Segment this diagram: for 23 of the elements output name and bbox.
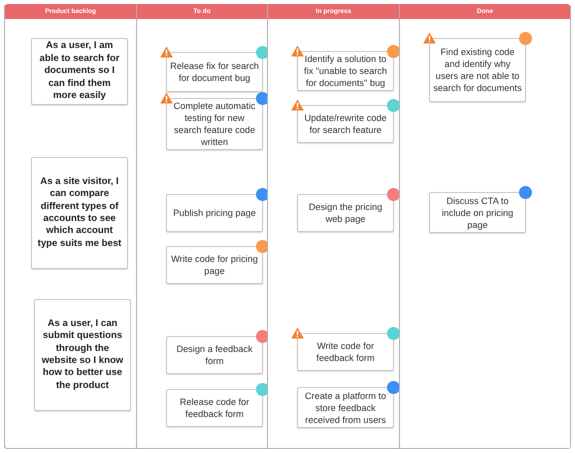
task-text: Publish pricing page [173,207,256,219]
task-text: Design the pricing web page [308,201,384,225]
task-text: Update/rewrite code for search feature [303,112,388,136]
task-text: Release code for feedback form [178,396,250,420]
task-text: Create a platform to store feedback received from users [304,390,388,426]
task-text: Complete automatic testing for new search feature code written [172,100,256,148]
task-text: Find existing code and identify why users are not able to search for documents [433,46,522,94]
kanban-column [267,4,399,448]
user-story-card [31,157,128,269]
task-text: Discuss CTA to include on pricing page [440,194,514,230]
task-text: Identify a solution to fix "unable to search for documents" bug [303,53,388,89]
user-story-card [34,299,131,411]
task-text: Release fix for search for document bug [170,60,259,84]
story-text: As a user, I am able to search for documents so I can find them more easily [38,40,120,103]
kanban-column [4,4,136,448]
kanban-column [136,4,267,448]
story-text: As a site visitor, I can compare different types of accounts to see which account type suits me best [36,176,122,250]
task-text: Write code for pricing page [170,253,259,277]
task-text: Design a feedback form [175,343,254,367]
task-text: Write code for feedback form [315,340,376,364]
story-text: As a user, I can submit questions through the website so I know how to better use the product [40,318,124,392]
kanban-column [399,4,570,448]
user-story-card [31,38,128,105]
